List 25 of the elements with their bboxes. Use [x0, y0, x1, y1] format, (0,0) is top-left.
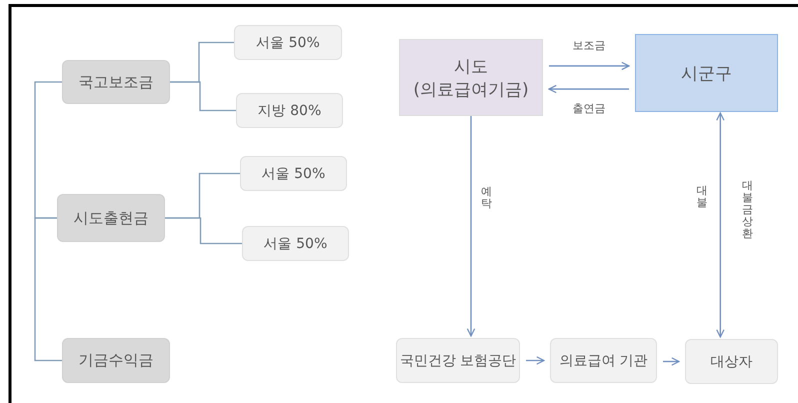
ratio-box: 서울 50%	[234, 25, 342, 60]
ratio-box: 지방 80%	[236, 93, 343, 128]
entity-box: 대상자	[685, 339, 778, 384]
entity-box: 국민건강 보험공단	[396, 338, 520, 383]
arrow	[549, 62, 630, 70]
connector-line	[170, 81, 236, 112]
arrow	[663, 357, 680, 366]
ratio-box: 서울 50%	[240, 156, 347, 191]
category-box: 시도출현금	[57, 194, 165, 242]
entity-box: 시군구	[635, 34, 778, 112]
category-box: 국고보조금	[62, 60, 170, 104]
entity-box: 의료급여 기관	[550, 338, 657, 383]
arrow	[526, 356, 545, 365]
ratio-box: 서울 50%	[242, 226, 349, 261]
arrow	[716, 112, 725, 338]
edge-label: 예탁	[481, 186, 492, 210]
connector-line	[165, 217, 242, 244]
arrow	[548, 84, 629, 94]
connector-line	[34, 217, 62, 362]
entity-box: 시도 (의료급여기금)	[399, 39, 543, 116]
note-label: 대불금상환	[742, 180, 753, 240]
category-box: 기금수익금	[62, 338, 170, 383]
edge-label: 대불	[696, 185, 708, 210]
connector-line	[34, 81, 62, 219]
arrow	[466, 116, 476, 337]
